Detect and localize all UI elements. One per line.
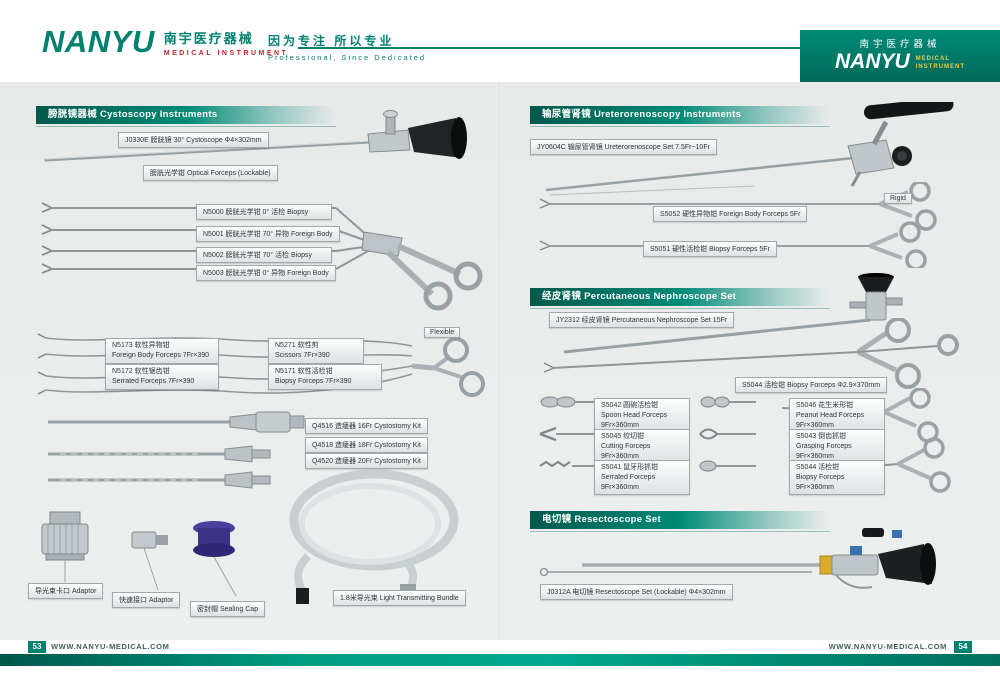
label-adaptor-quick: 快速接口 Adaptor (112, 592, 181, 608)
label-n5171: N5171 软性活检钳 Biopsy Forceps 7Fr×390 (268, 364, 382, 390)
section-header-resectoscope: 电切镜 Resectoscope Set (530, 511, 830, 532)
label-n5271: N5271 软性剪 Scissors 7Fr×390 (268, 338, 364, 364)
tag-flexible: Flexible (424, 327, 461, 338)
label-n5002: N5002 膀胱光学钳 70° 活检 Biopsy (196, 247, 332, 263)
label-light-bundle: 1.8米导光束 Light Transmitting Bundle (333, 590, 466, 606)
label-n5000: N5000 膀胱光学钳 0° 活检 Biopsy (196, 204, 332, 220)
brand-name-cn: 南宇医疗器械 (163, 31, 254, 46)
label-line: S5042 圆碗活检钳 (601, 402, 659, 409)
label-line: N5271 软性剪 (275, 342, 319, 349)
label-line: Spoon Head Forceps (601, 411, 668, 419)
label-adaptor-bayonet: 导光束卡口 Adaptor (28, 583, 104, 599)
brand-subtitle-line2: INSTRUMENT (915, 64, 965, 71)
label-line: 9Fr×360mm (796, 421, 834, 429)
brand-name: NANYU (42, 24, 155, 59)
footer-bar (0, 654, 1000, 666)
section-header-cystoscopy: 膀胱镜器械 Cystoscopy Instruments (36, 106, 336, 127)
label-sealing-cap: 密封帽 Sealing Cap (190, 601, 266, 617)
label-jy0604c: JY0604C 输尿管肾镜 Ureterorenoscope Set 7.5Fr… (530, 139, 717, 155)
header-brand-box: 南宇医疗器械 NANYU MEDICAL INSTRUMENT (800, 30, 1000, 82)
label-line: 9Fr×360mm (796, 483, 834, 491)
label-line: S5041 鼠牙形抓钳 (601, 464, 659, 471)
brand-subtitle-line1: MEDICAL (915, 55, 950, 62)
label-line: S5044 活检钳 (796, 464, 840, 471)
section-header-nephroscope: 经皮肾镜 Percutaneous Nephroscope Set (530, 288, 830, 309)
label-line: Biopsy Forceps 7Fr×390 (275, 377, 352, 385)
label-line: 9Fr×360mm (796, 452, 834, 460)
brand-name-cn-right: 南宇医疗器械 (859, 39, 941, 50)
section-header-ureteroscopy: 输尿管肾镜 Ureterorenoscopy Instruments (530, 106, 830, 127)
label-s5043: S5043 倒齿抓钳 Grasping Forceps 9Fr×360mm (789, 429, 885, 465)
label-line: Scissors 7Fr×390 (275, 351, 330, 359)
label-line: 9Fr×360mm (601, 421, 639, 429)
brand-text-block: 南宇医疗器械 MEDICAL INSTRUMENT (164, 28, 289, 57)
label-n5173: N5173 软性异物钳 Foreign Body Forceps 7Fr×390 (105, 338, 219, 364)
label-line: 9Fr×360mm (601, 452, 639, 460)
header-divider (250, 47, 800, 49)
label-s5044-top: S5044 活检钳 Biopsy Forceps Φ2.9×370mm (735, 377, 888, 393)
brand-row-right: NANYU MEDICAL INSTRUMENT (800, 51, 1000, 72)
label-line: Foreign Body Forceps 7Fr×390 (112, 351, 210, 359)
label-s5041: S5041 鼠牙形抓钳 Serrated Forceps 9Fr×360mm (594, 460, 690, 496)
label-j0312a: J0312A 电切镜 Resectoscope Set (Lockable) Φ… (540, 584, 733, 600)
label-s5052: S5052 硬性异物钳 Foreign Body Forceps 5Fr (653, 206, 808, 222)
label-line: Serrated Forceps 7Fr×390 (112, 377, 195, 385)
label-q4520: Q4520 造瘘器 20Fr Cystostomy Kit (305, 453, 428, 469)
label-line: N5171 软性活检钳 (275, 368, 333, 375)
label-q4516: Q4516 造瘘器 16Fr Cystostomy Kit (305, 418, 428, 434)
label-s5044-grid: S5044 活检钳 Biopsy Forceps 9Fr×360mm (789, 460, 885, 496)
label-line: S5045 绞切钳 (601, 433, 645, 440)
brand-subtitle-right: MEDICAL INSTRUMENT (916, 55, 965, 72)
label-line: Cutting Forceps (601, 442, 651, 450)
slogan-en: Professional, Since Dedicated (268, 53, 427, 62)
slogan-cn: 因为专注 所以专业 (268, 34, 395, 48)
brand-subtitle: MEDICAL INSTRUMENT (163, 50, 289, 57)
label-cystoscope: J0330E 膀胱镜 30° Cystoscope Φ4×302mm (118, 132, 269, 148)
label-s5046: S5046 花生米形钳 Peanut Head Forceps 9Fr×360m… (789, 398, 885, 434)
label-jy2312: JY2312 经皮肾镜 Percutaneous Nephroscope Set… (549, 312, 735, 328)
label-n5172: N5172 软性锯齿钳 Serrated Forceps 7Fr×390 (105, 364, 219, 390)
label-line: N5173 软性异物钳 (112, 342, 170, 349)
brand-name-right: NANYU (834, 50, 910, 73)
brand-logo: NANYU 南宇医疗器械 MEDICAL INSTRUMENT (42, 24, 299, 59)
label-n5001: N5001 膀胱光学钳 70° 异物 Foreign Body (196, 226, 340, 242)
label-line: Serrated Forceps (601, 473, 656, 481)
page-fold (499, 82, 501, 640)
label-line: 9Fr×360mm (601, 483, 639, 491)
label-line: S5046 花生米形钳 (796, 402, 854, 409)
label-q4518: Q4518 造瘘器 18Fr Cystostomy Kit (305, 437, 428, 453)
label-optical-forceps: 膀胱光学钳 Optical Forceps (Lockable) (143, 165, 278, 181)
label-line: Peanut Head Forceps (796, 411, 865, 419)
label-n5003: N5003 膀胱光学钳 0° 异物 Foreign Body (196, 265, 336, 281)
page-number-right: 54 (954, 641, 972, 653)
page-number-left: 53 (28, 641, 46, 653)
footer-url-right: WWW.NANYU-MEDICAL.COM (828, 642, 947, 651)
label-line: Grasping Forceps (796, 442, 852, 450)
label-line: S5043 倒齿抓钳 (796, 433, 847, 440)
footer-url-left: WWW.NANYU-MEDICAL.COM (51, 642, 170, 651)
label-line: Biopsy Forceps (796, 473, 845, 481)
tag-rigid: Rigid (884, 193, 912, 204)
label-line: N5172 软性锯齿钳 (112, 368, 170, 375)
label-s5051: S5051 硬性活检钳 Biopsy Forceps 5Fr (643, 241, 777, 257)
